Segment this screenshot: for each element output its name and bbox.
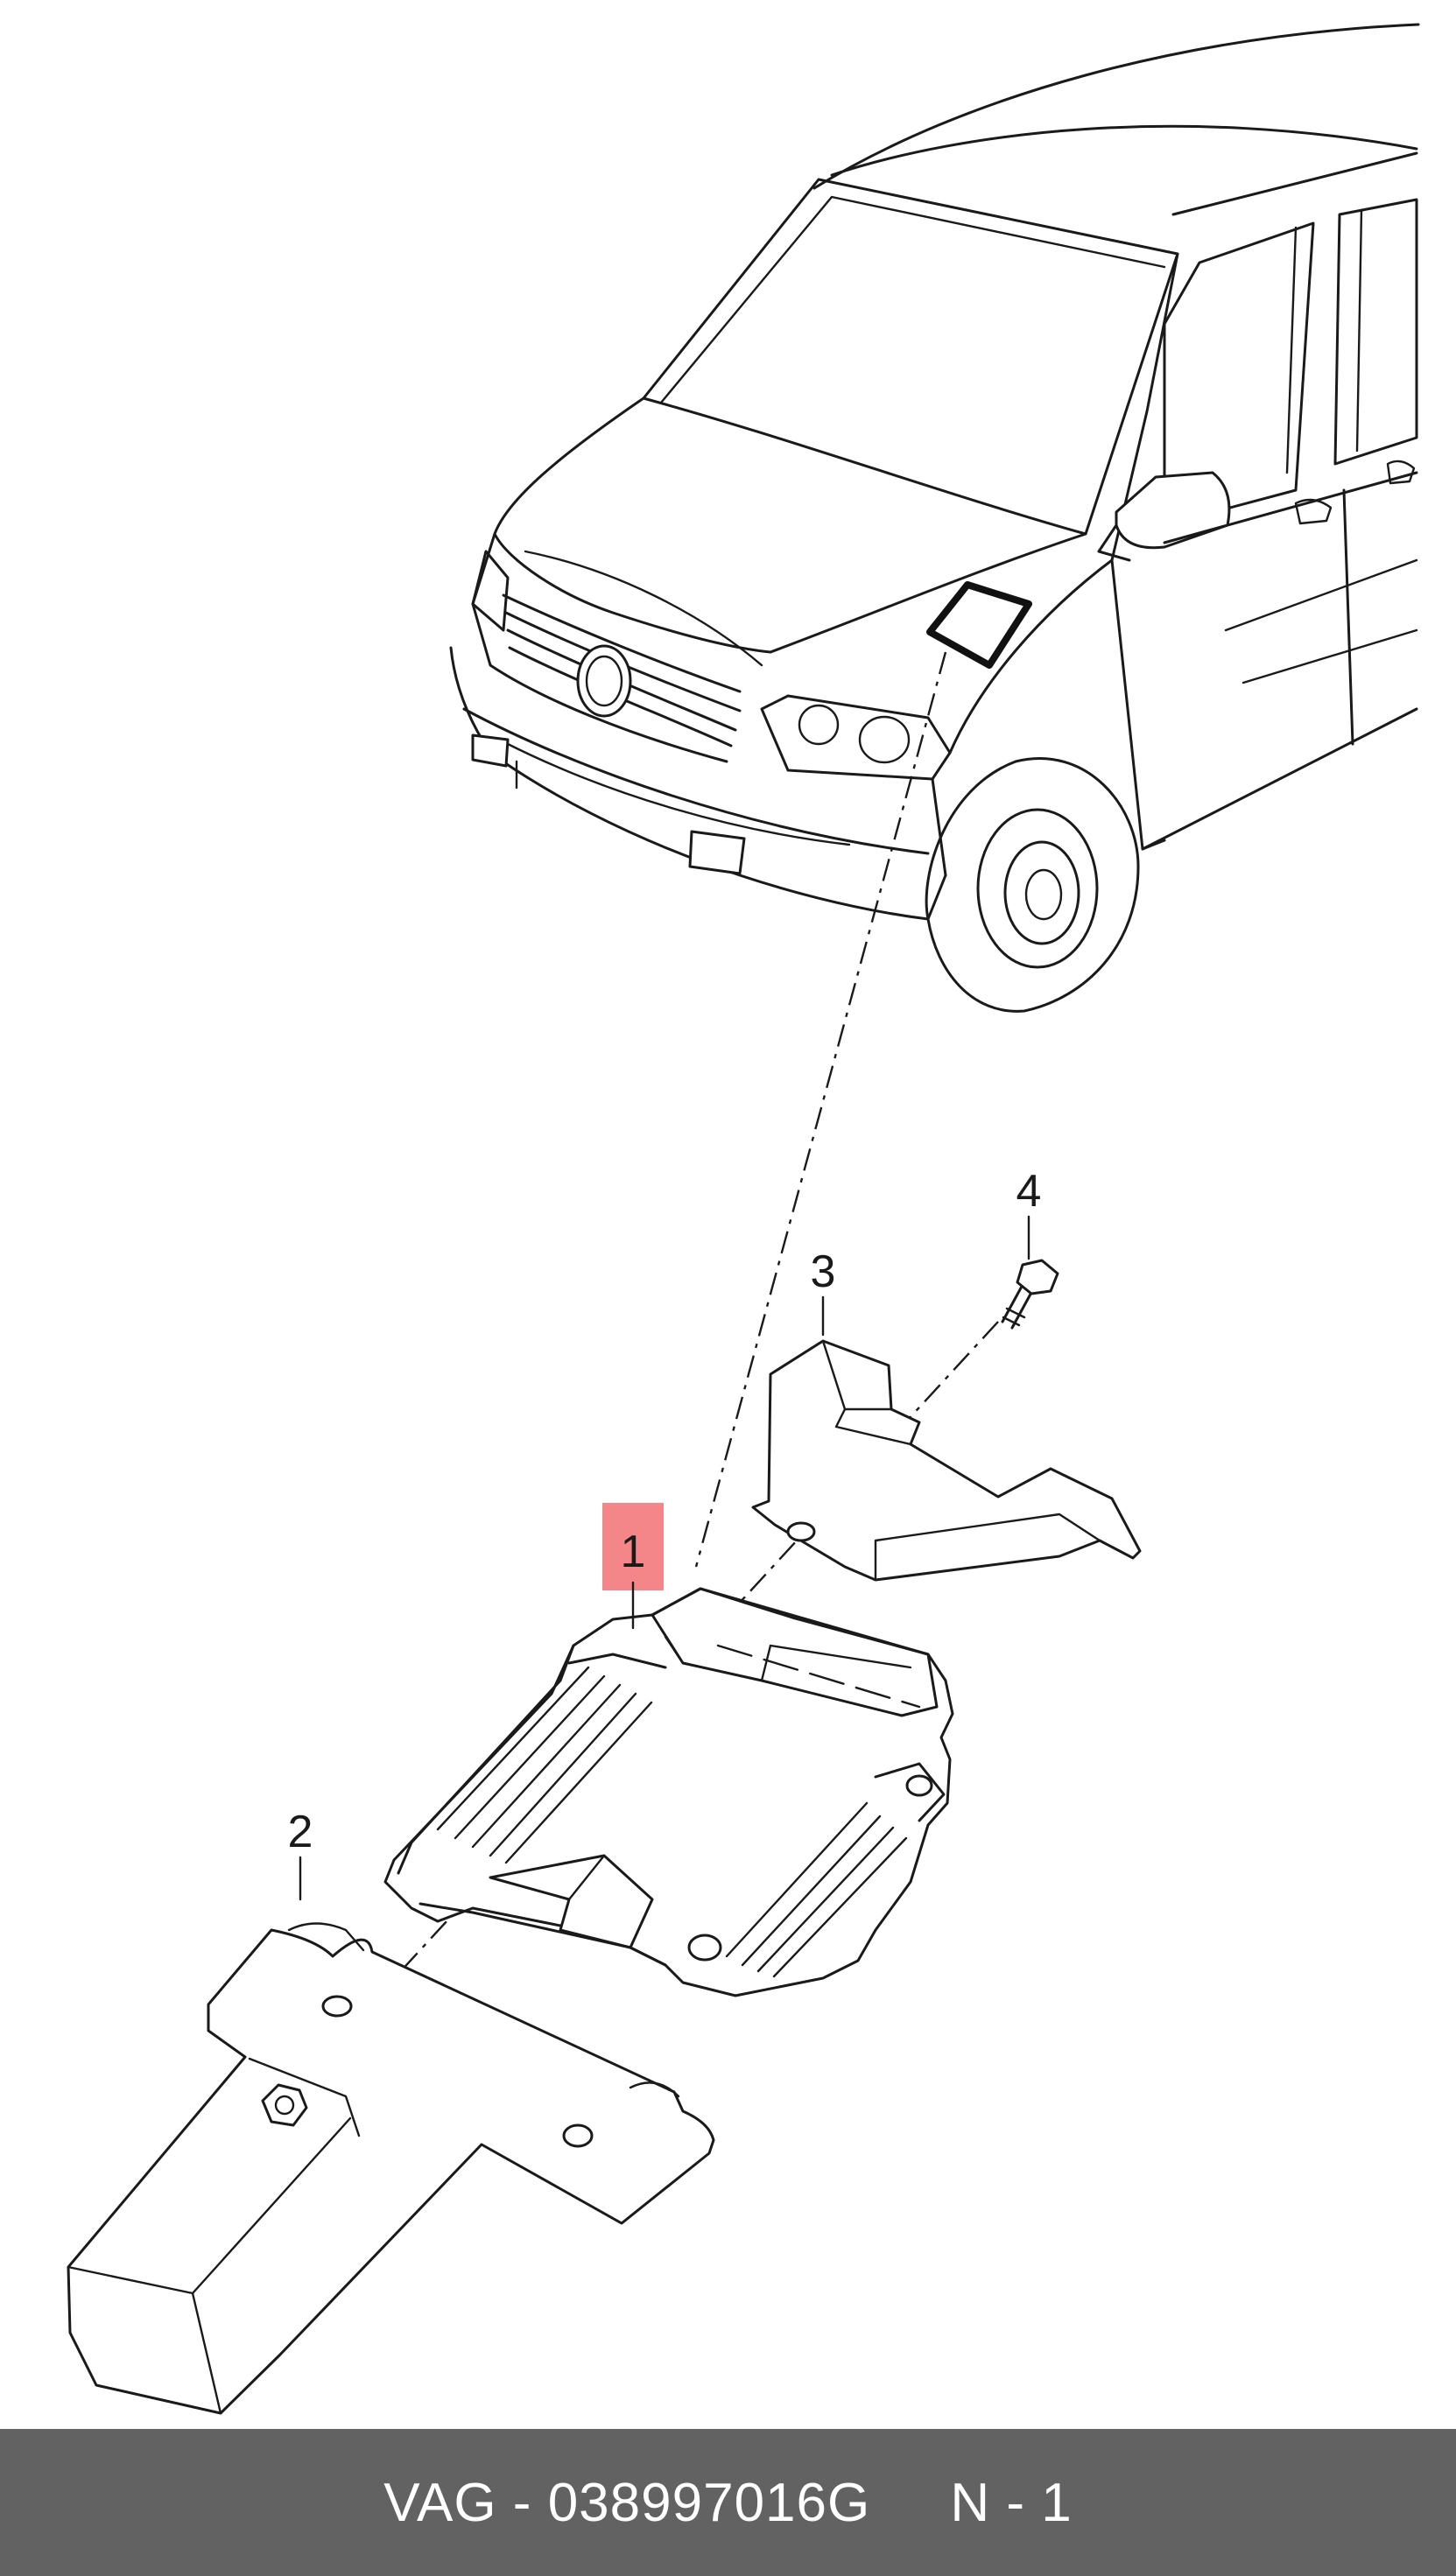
callout-4[interactable]: 4 xyxy=(1016,1166,1042,1260)
callout-3-label: 3 xyxy=(811,1246,836,1297)
callout-2[interactable]: 2 xyxy=(288,1807,313,1901)
position-code: N - 1 xyxy=(950,2472,1073,2533)
callout-2-label: 2 xyxy=(288,1807,313,1857)
part-4-bolt xyxy=(1001,1259,1059,1330)
leader-line-van-to-ecu xyxy=(694,651,947,1568)
exploded-parts-diagram: 1 2 3 4 xyxy=(67,23,1420,2415)
footer-label: VAG - 038997016G N - 1 xyxy=(383,2472,1073,2534)
part-info-footer: VAG - 038997016G N - 1 xyxy=(0,2429,1456,2576)
callout-1-highlight xyxy=(602,1503,664,1590)
callout-1-label: 1 xyxy=(621,1527,646,1577)
callout-1[interactable]: 1 xyxy=(602,1503,664,1630)
brand-separator: - xyxy=(496,2472,548,2533)
part-number: 038997016G xyxy=(547,2472,871,2533)
van-illustration xyxy=(449,23,1420,1013)
callout-4-label: 4 xyxy=(1016,1166,1042,1217)
part-3-bracket xyxy=(751,1339,1142,1582)
brand-name: VAG xyxy=(383,2472,497,2533)
part-2-lower-bracket xyxy=(67,1922,715,2415)
footer-gap xyxy=(870,2473,950,2533)
part-1-ecu xyxy=(383,1587,954,1997)
location-marker xyxy=(926,581,1032,669)
callout-3[interactable]: 3 xyxy=(811,1246,836,1337)
